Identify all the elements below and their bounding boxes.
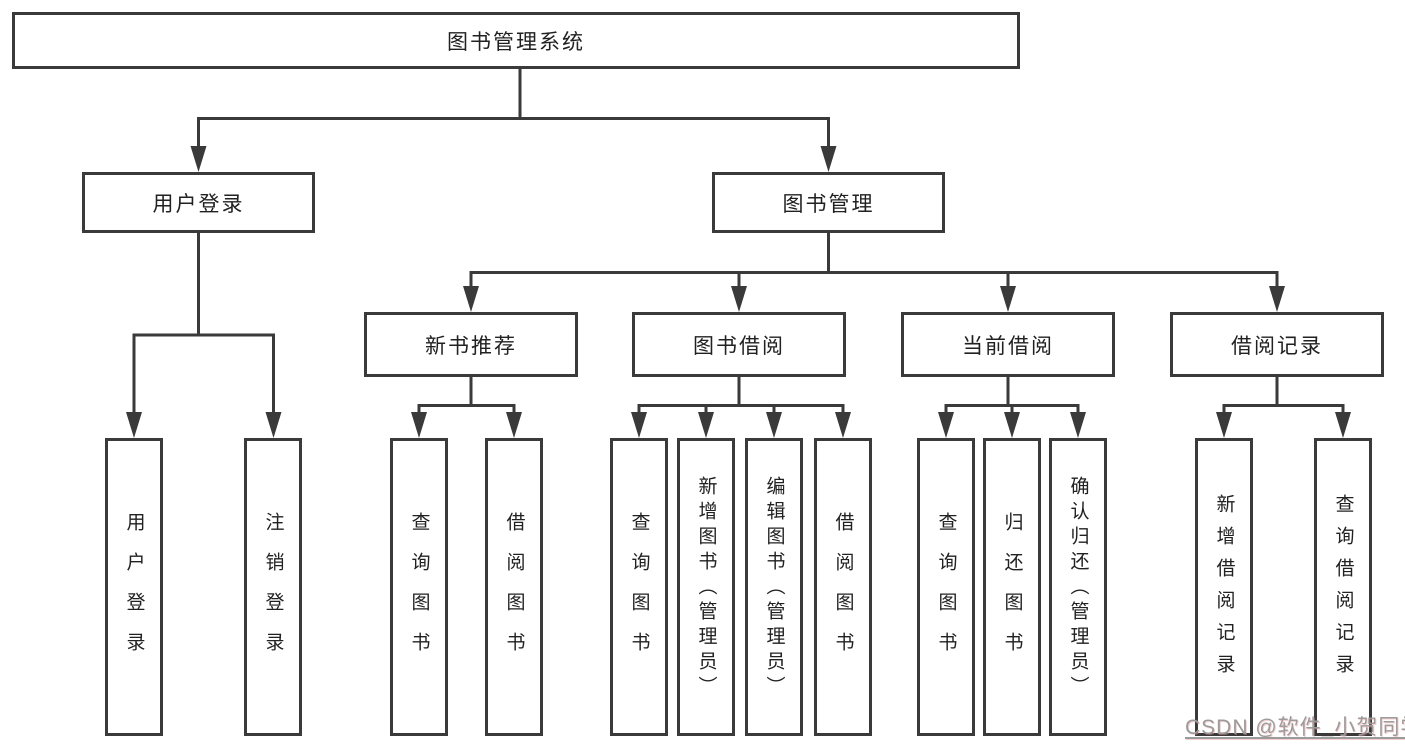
node-label: 借阅记录 xyxy=(1231,334,1323,358)
leaf-label: 用户登录 xyxy=(123,512,145,672)
connector-borrow-record-to-leaves xyxy=(1222,377,1345,416)
leaf-query-book-1: 查询图书 xyxy=(390,438,448,736)
node-user-login: 用户登录 xyxy=(82,172,315,233)
leaf-label: 查询图书 xyxy=(628,512,650,672)
connector-root-to-level2 xyxy=(197,69,830,150)
leaf-borrow-book-1: 借阅图书 xyxy=(485,438,543,736)
leaf-label: 借阅图书 xyxy=(832,512,854,672)
leaf-label: 新增借阅记录 xyxy=(1213,494,1235,686)
leaf-confirm-return-admin: 确认归还（管理员） xyxy=(1049,438,1107,736)
csdn-watermark: CSDN @软件_小贺同学 xyxy=(1185,716,1405,739)
leaf-label: 编辑图书（管理员） xyxy=(763,476,785,701)
leaf-user-login: 用户登录 xyxy=(105,438,163,736)
connector-book-mgmt-to-level3 xyxy=(469,233,1279,290)
leaf-label: 查询图书 xyxy=(935,512,957,672)
leaf-label: 查询图书 xyxy=(408,512,430,672)
node-library-management-system: 图书管理系统 xyxy=(12,12,1020,69)
arrowheads xyxy=(126,146,1351,438)
connector-current-borrow-to-leaves xyxy=(944,377,1080,416)
leaf-label: 注销登录 xyxy=(262,512,284,672)
leaf-add-book-admin: 新增图书（管理员） xyxy=(677,438,735,736)
leaf-edit-book-admin: 编辑图书（管理员） xyxy=(745,438,803,736)
node-label: 图书借阅 xyxy=(693,334,785,358)
node-book-management: 图书管理 xyxy=(712,172,945,233)
leaf-add-borrow-record: 新增借阅记录 xyxy=(1195,438,1253,736)
leaf-label: 借阅图书 xyxy=(503,512,525,672)
leaf-query-book-2: 查询图书 xyxy=(610,438,668,736)
leaf-label: 新增图书（管理员） xyxy=(695,476,717,701)
node-label: 图书管理 xyxy=(782,192,875,216)
connector-new-book-to-leaves xyxy=(417,377,516,416)
leaf-return-book: 归还图书 xyxy=(983,438,1041,736)
leaf-query-borrow-record: 查询借阅记录 xyxy=(1314,438,1372,736)
leaf-borrow-book-2: 借阅图书 xyxy=(814,438,872,736)
leaf-query-book-3: 查询图书 xyxy=(917,438,975,736)
leaf-logout: 注销登录 xyxy=(244,438,302,736)
node-label: 用户登录 xyxy=(152,192,245,216)
leaf-label: 确认归还（管理员） xyxy=(1067,476,1089,701)
node-label: 图书管理系统 xyxy=(447,30,585,54)
node-new-book-recommend: 新书推荐 xyxy=(364,312,578,377)
node-book-borrow: 图书借阅 xyxy=(632,312,846,377)
leaf-label: 查询借阅记录 xyxy=(1332,494,1354,686)
connector-book-borrow-to-leaves xyxy=(637,377,845,416)
node-label: 新书推荐 xyxy=(425,334,517,358)
node-label: 当前借阅 xyxy=(962,334,1054,358)
leaf-label: 归还图书 xyxy=(1001,512,1023,672)
node-borrow-record: 借阅记录 xyxy=(1170,312,1384,377)
connector-user-login-to-leaves xyxy=(132,233,275,416)
node-current-borrow: 当前借阅 xyxy=(901,312,1115,377)
